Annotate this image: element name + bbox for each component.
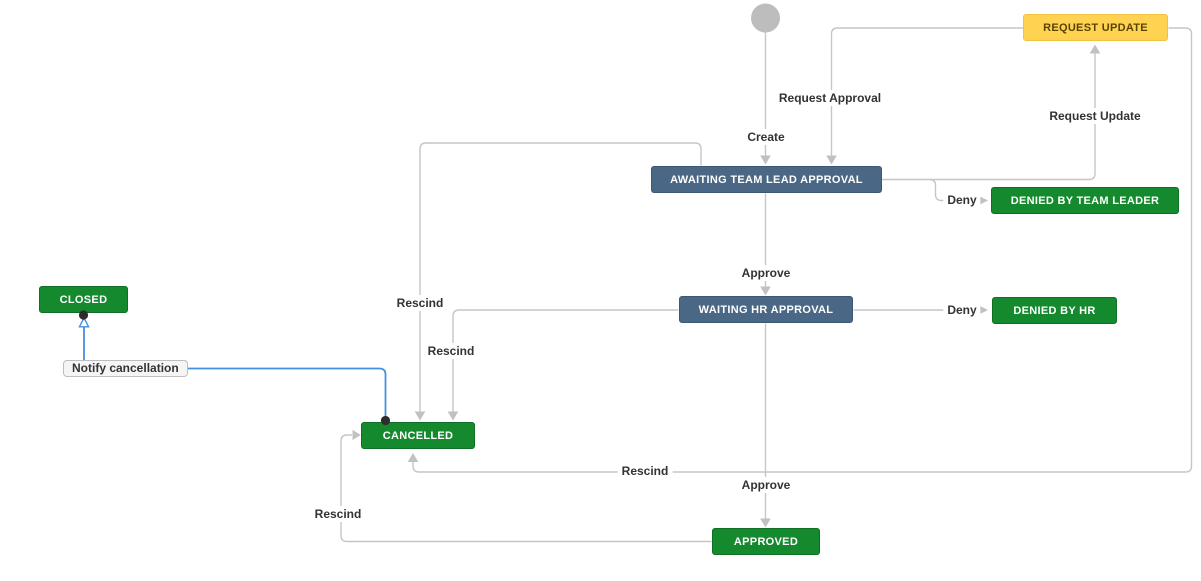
status-denied-by-team-leader[interactable]: DENIED BY TEAM LEADER [991, 187, 1179, 214]
edge-request-approval[interactable] [826, 27, 1023, 165]
edge-deny-team-leader[interactable] [929, 178, 989, 206]
edge-arrowhead [760, 155, 771, 165]
transition-label-deny-hr[interactable]: Deny [943, 302, 981, 318]
transition-label-approve-hr[interactable]: Approve [737, 477, 795, 493]
edge-rescind-from-awaiting[interactable] [414, 142, 702, 421]
transition-label-notify-cancellation[interactable]: Notify cancellation [63, 360, 188, 377]
edge-arrowhead [760, 518, 771, 528]
status-approved[interactable]: APPROVED [712, 528, 820, 555]
edge-arrowhead [760, 286, 771, 296]
status-label: CLOSED [59, 293, 108, 306]
transition-label-create[interactable]: Create [743, 129, 789, 145]
edge-arrowhead [978, 305, 988, 315]
status-request-update[interactable]: REQUEST UPDATE [1023, 14, 1168, 41]
edge-line [882, 53, 1096, 181]
edge-rescind-from-request-update[interactable] [407, 27, 1193, 473]
edge-rescind-from-approved[interactable] [340, 429, 712, 543]
connection-dot [78, 310, 89, 320]
transition-label-rescind-from-waiting-hr[interactable]: Rescind [423, 343, 479, 359]
edge-arrowhead [447, 411, 459, 421]
edge-arrowhead [414, 411, 426, 421]
edge-line [340, 434, 712, 543]
status-label: APPROVED [733, 535, 799, 548]
transition-label-rescind-from-approved[interactable]: Rescind [310, 506, 366, 522]
status-waiting-hr-approval[interactable]: WAITING HR APPROVAL [679, 296, 853, 323]
edge-line [452, 309, 679, 412]
status-label: DENIED BY HR [1013, 304, 1096, 317]
transition-label-deny-team-leader[interactable]: Deny [943, 192, 981, 208]
transition-label-request-update[interactable]: Request Update [1045, 108, 1145, 124]
transition-label-rescind-from-request-update[interactable]: Rescind [617, 463, 673, 479]
edge-arrowhead [352, 429, 361, 441]
start-node[interactable] [751, 3, 780, 33]
transition-label-rescind-from-awaiting[interactable]: Rescind [392, 295, 448, 311]
edge-arrowhead [1089, 44, 1101, 54]
edge-approve-hr[interactable] [760, 323, 771, 528]
edge-arrowhead [407, 453, 419, 462]
status-label: REQUEST UPDATE [1043, 21, 1148, 34]
edge-arrowhead [826, 155, 837, 165]
status-label: AWAITING TEAM LEAD APPROVAL [670, 173, 863, 186]
edge-arrowhead [978, 195, 988, 206]
edge-line [830, 27, 1023, 156]
status-label: WAITING HR APPROVAL [698, 303, 834, 316]
edge-line [929, 178, 947, 202]
status-cancelled[interactable]: CANCELLED [361, 422, 475, 449]
edge-line [412, 27, 1193, 473]
edge-open-arrowhead [78, 316, 90, 328]
status-label: DENIED BY TEAM LEADER [1010, 194, 1160, 207]
status-label: CANCELLED [382, 429, 454, 442]
edge-request-update[interactable] [882, 44, 1101, 181]
edge-rescind-from-waiting-hr[interactable] [447, 309, 679, 421]
connection-dot [380, 415, 391, 426]
transition-label-approve-team-lead[interactable]: Approve [737, 265, 795, 281]
transition-label-request-approval[interactable]: Request Approval [774, 90, 886, 106]
edge-line [419, 142, 702, 412]
status-closed[interactable]: CLOSED [39, 286, 128, 313]
status-awaiting-team-lead-approval[interactable]: AWAITING TEAM LEAD APPROVAL [651, 166, 882, 193]
status-denied-by-hr[interactable]: DENIED BY HR [992, 297, 1117, 324]
